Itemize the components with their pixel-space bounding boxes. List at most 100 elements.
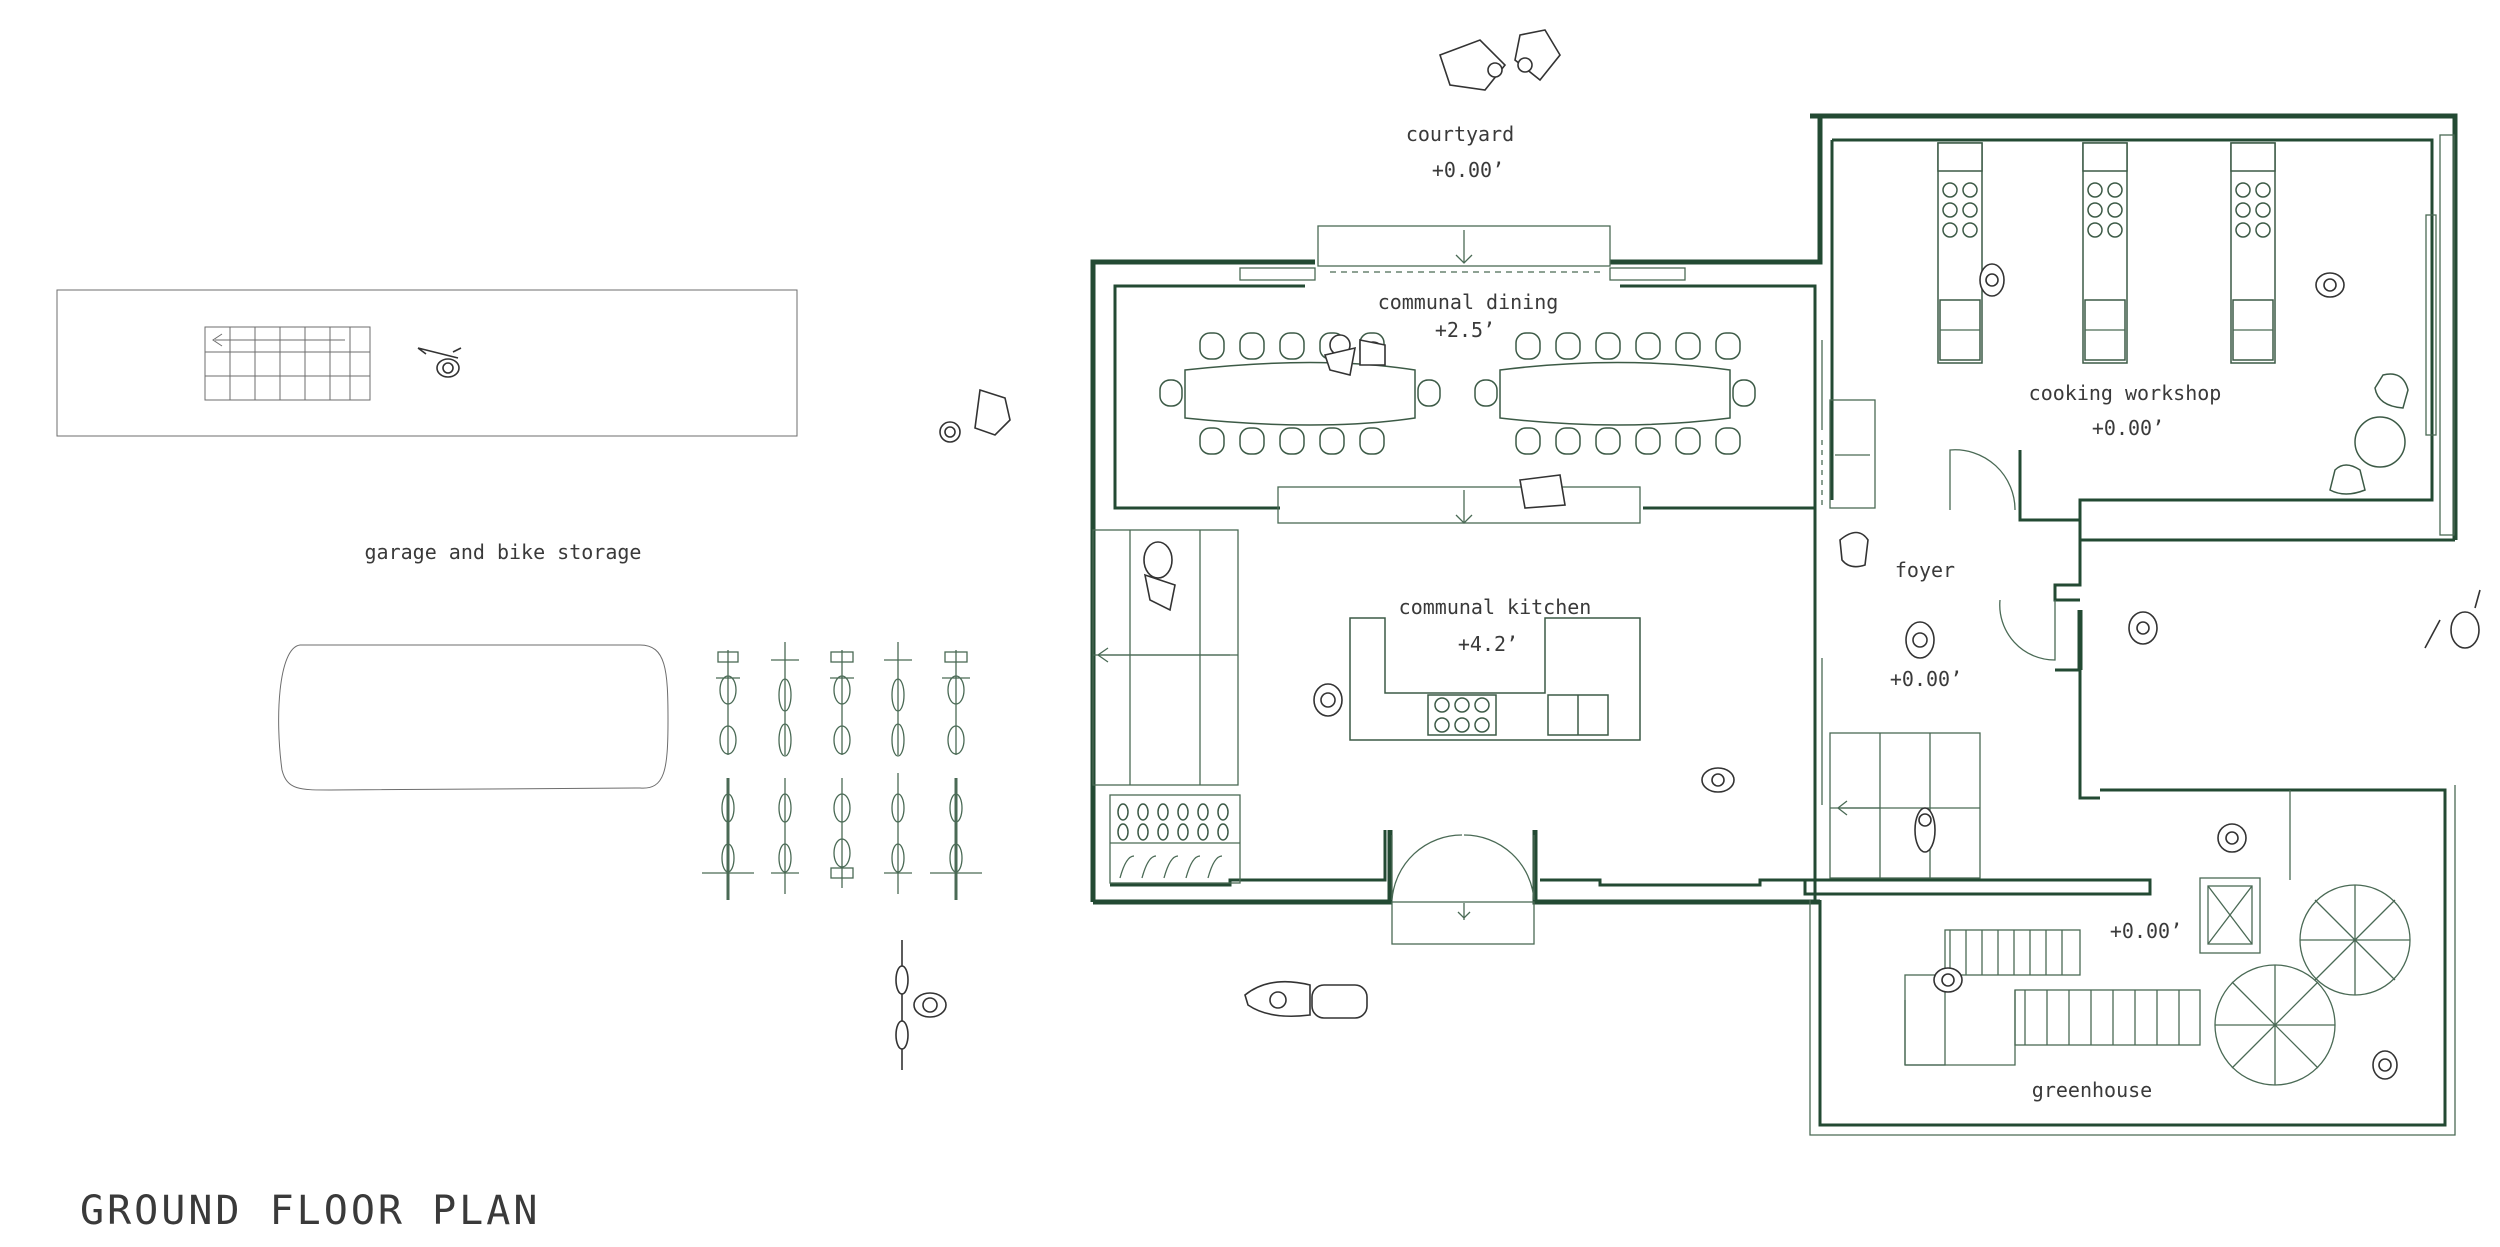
kitchen-entry-ramp xyxy=(1092,529,1239,786)
dining-chair xyxy=(1635,332,1661,360)
burner xyxy=(2255,222,2271,238)
person-figure xyxy=(1143,541,1735,793)
courtyard-level: +0.00’ xyxy=(1432,158,1504,182)
garage-volume xyxy=(56,289,798,437)
burner xyxy=(2235,222,2251,238)
bike-rack xyxy=(702,642,982,900)
shoe xyxy=(1137,823,1149,841)
dining-chair xyxy=(1199,427,1225,455)
dining-chair xyxy=(1279,427,1305,455)
burner xyxy=(2235,202,2251,218)
station-hood xyxy=(1937,142,1983,172)
garage-name: garage and bike storage xyxy=(365,540,642,564)
burner xyxy=(1962,202,1978,218)
shoe xyxy=(1177,803,1189,821)
dining-chair xyxy=(1715,332,1741,360)
foyer-level: +0.00’ xyxy=(1890,667,1962,691)
shoe xyxy=(1137,803,1149,821)
plan-title: GROUND FLOOR PLAN xyxy=(80,1188,540,1234)
dining-chair xyxy=(1239,332,1265,360)
dining-chair xyxy=(1555,332,1581,360)
foyer-stair xyxy=(1821,399,1981,879)
dining-chair xyxy=(1199,332,1225,360)
burner xyxy=(1474,697,1490,713)
room-labels: courtyard +0.00’ communal dining +2.5’ c… xyxy=(80,122,2221,1234)
dining-chair xyxy=(1239,427,1265,455)
shoe xyxy=(1217,823,1229,841)
bag xyxy=(1185,855,1201,879)
bag xyxy=(1207,855,1223,879)
burner xyxy=(2255,182,2271,198)
bag xyxy=(1141,855,1157,879)
burner xyxy=(1454,697,1470,713)
shoe xyxy=(1117,823,1129,841)
dining-chairs xyxy=(1199,332,1741,455)
dining-chair xyxy=(1515,332,1541,360)
shoe xyxy=(1177,823,1189,841)
person-figure xyxy=(417,347,462,378)
burner xyxy=(2107,202,2123,218)
shoe xyxy=(1217,803,1229,821)
shoe xyxy=(1157,823,1169,841)
dining-name: communal dining xyxy=(1378,290,1559,314)
station-hood xyxy=(2230,142,2276,172)
courtyard-figures xyxy=(1438,29,1561,91)
person-figure xyxy=(939,388,1011,443)
burner xyxy=(1942,202,1958,218)
burner xyxy=(2107,222,2123,238)
shoe xyxy=(1197,803,1209,821)
dining-furniture xyxy=(1159,225,1756,524)
burner xyxy=(1942,182,1958,198)
foyer-name: foyer xyxy=(1895,558,1955,582)
dining-chair xyxy=(1359,427,1385,455)
shoe-storage xyxy=(1109,794,1241,884)
dining-level: +2.5’ xyxy=(1435,318,1495,342)
foyer-figures xyxy=(1839,531,2481,853)
dining-chair xyxy=(1675,332,1701,360)
bag xyxy=(1119,855,1135,879)
dining-chair xyxy=(1279,332,1305,360)
bag xyxy=(1163,855,1179,879)
dining-chair xyxy=(1319,427,1345,455)
burner xyxy=(1434,697,1450,713)
greenhouse-level: +0.00’ xyxy=(2110,919,2182,943)
elevator xyxy=(2199,877,2261,954)
person-figure xyxy=(1979,263,2345,298)
dining-chair xyxy=(1635,427,1661,455)
shoe xyxy=(1117,803,1129,821)
garage-area xyxy=(56,289,1011,1070)
burner xyxy=(2255,202,2271,218)
burner xyxy=(1454,717,1470,733)
plants xyxy=(2214,884,2411,1086)
burner xyxy=(1962,182,1978,198)
burner xyxy=(1474,717,1490,733)
kitchen-name: communal kitchen xyxy=(1399,595,1592,619)
greenhouse-name: greenhouse xyxy=(2032,1078,2152,1102)
burner xyxy=(2087,202,2103,218)
shoe xyxy=(1157,803,1169,821)
greenhouse-stair xyxy=(1904,929,2201,1066)
greenhouse-steps xyxy=(1949,930,2180,1045)
dining-chair xyxy=(1675,427,1701,455)
shoe xyxy=(1197,823,1209,841)
dining-chair xyxy=(1715,427,1741,455)
cooking-level: +0.00’ xyxy=(2092,416,2164,440)
burner xyxy=(1434,717,1450,733)
dining-chair xyxy=(1595,332,1621,360)
person-figure xyxy=(1933,823,2398,1080)
shoe-rack xyxy=(1117,803,1229,879)
stroller-figure xyxy=(1244,980,1368,1019)
cooking-name: cooking workshop xyxy=(2029,381,2222,405)
station-hood xyxy=(2082,142,2128,172)
dining-chair xyxy=(1555,427,1581,455)
dining-chair xyxy=(1515,427,1541,455)
car-outline xyxy=(278,644,669,791)
person-figure xyxy=(1323,334,1566,509)
cooking-stations xyxy=(1937,142,2276,364)
burner xyxy=(1962,222,1978,238)
courtyard-name: courtyard xyxy=(1406,122,1514,146)
workshop-seating xyxy=(2329,373,2409,495)
burner xyxy=(2235,182,2251,198)
dining-chair xyxy=(1595,427,1621,455)
